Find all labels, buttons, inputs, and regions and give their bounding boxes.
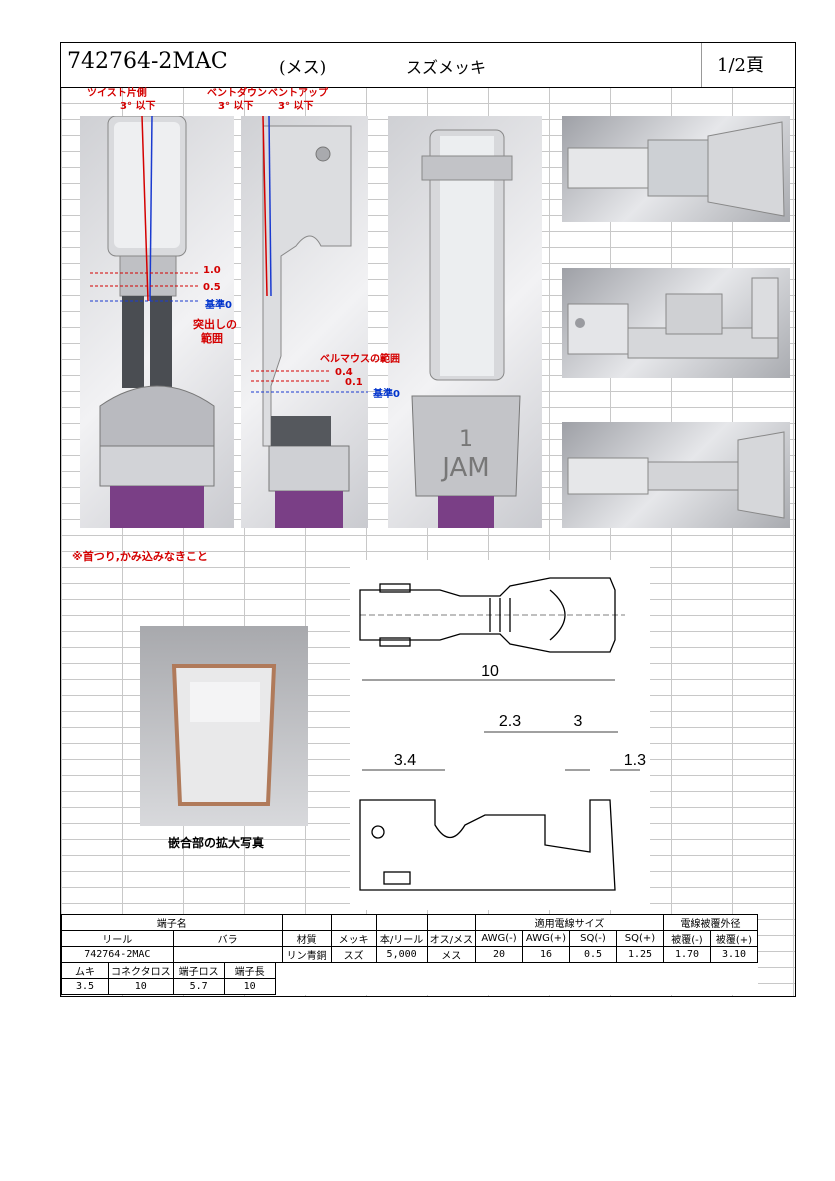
sq-min-value: 0.5 xyxy=(568,946,617,963)
h-insul-max: 被覆(+) xyxy=(709,930,758,947)
bend-up-value: 3° 以下 xyxy=(278,101,314,112)
terminal-type: (メス) xyxy=(279,58,327,78)
protrusion-label: 突出しの xyxy=(193,318,237,331)
terminal-front-illustration xyxy=(90,116,215,528)
dim-3-4: 3.4 xyxy=(394,752,416,769)
bend-down-label: ベントダウン xyxy=(207,88,267,99)
protrusion-label-2: 範囲 xyxy=(201,332,223,345)
insul-max-value: 3.10 xyxy=(709,946,758,963)
header-divider xyxy=(701,43,702,87)
h-gender: オス/メス xyxy=(426,930,476,947)
technical-drawing: 10 2.3 3 3.4 1.3 xyxy=(350,560,650,910)
terminal-bottom-illustration xyxy=(567,431,785,519)
h-insul-min: 被覆(-) xyxy=(662,930,711,947)
jam-stamp-logo: JAM xyxy=(440,453,489,483)
bend-up-label: ベントアップ xyxy=(268,88,328,99)
bellmouth-label: ベルマウスの範囲 xyxy=(320,354,400,365)
h-awg-max: AWG(+) xyxy=(521,930,570,947)
twist-value: 3° 以下 xyxy=(120,101,156,112)
blank xyxy=(281,914,332,931)
sq-max-value: 1.25 xyxy=(615,946,664,963)
blank xyxy=(330,914,377,931)
h-terminal-loss: 端子ロス xyxy=(172,962,225,979)
photo-side-crimp xyxy=(241,116,368,528)
photo-top-view xyxy=(562,116,790,222)
photo-mating-closeup xyxy=(140,626,308,826)
terminal-jam-illustration: 1 JAM xyxy=(411,129,521,528)
dim-2-3: 2.3 xyxy=(499,713,521,730)
h-per-reel: 本/リール xyxy=(375,930,428,947)
gender-value: メス xyxy=(426,946,476,963)
dim-3: 3 xyxy=(574,713,583,730)
closeup-caption: 嵌合部の拡大写真 xyxy=(168,836,265,850)
h-insulation: 電線被覆外径 xyxy=(662,914,758,931)
dim-1-0: 1.0 xyxy=(203,265,221,276)
per-reel-value: 5,000 xyxy=(375,946,428,963)
terminal-loss-value: 5.7 xyxy=(172,978,225,995)
insul-min-value: 1.70 xyxy=(662,946,711,963)
h-reel: リール xyxy=(61,930,174,947)
reel-value: 742764-2MAC xyxy=(61,946,174,963)
jam-stamp: 1 xyxy=(459,427,473,452)
photo-front-jam: 1 JAM xyxy=(388,116,542,528)
blank xyxy=(274,962,758,979)
closeup-illustration xyxy=(171,664,277,806)
datum-zero-2: 基準0 xyxy=(373,389,400,400)
terminal-length-value: 10 xyxy=(223,978,276,995)
bend-down-value: 3° 以下 xyxy=(218,101,254,112)
dim-0-5: 0.5 xyxy=(203,282,221,293)
plating-title: スズメッキ xyxy=(406,58,487,77)
blank xyxy=(274,978,758,995)
h-material: 材質 xyxy=(281,930,332,947)
h-terminal-length: 端子長 xyxy=(223,962,276,979)
dim-1-3: 1.3 xyxy=(624,752,646,769)
terminal-side-illustration xyxy=(251,116,368,528)
h-strip: ムキ xyxy=(61,962,109,979)
h-wire-size: 適用電線サイズ xyxy=(474,914,664,931)
twist-label: ツイスト片側 xyxy=(87,88,147,99)
terminal-top-illustration xyxy=(567,121,785,217)
datum-zero: 基準0 xyxy=(205,300,232,311)
awg-max-value: 16 xyxy=(521,946,570,963)
connector-loss-value: 10 xyxy=(108,978,174,995)
h-plating: メッキ xyxy=(330,930,377,947)
h-sq-max: SQ(+) xyxy=(615,930,664,947)
h-bulk: バラ xyxy=(172,930,283,947)
photo-front-crimp xyxy=(80,116,234,528)
photo-side-view xyxy=(562,268,790,378)
awg-min-value: 20 xyxy=(474,946,523,963)
photo-bottom-view xyxy=(562,422,790,528)
blank xyxy=(426,914,476,931)
h-sq-min: SQ(-) xyxy=(568,930,617,947)
dim-0-4: 0.4 xyxy=(335,367,353,378)
h-awg-min: AWG(-) xyxy=(474,930,523,947)
page-number: 1/2頁 xyxy=(717,55,764,76)
sheet-header: 742764-2MAC (メス) スズメッキ 1/2頁 xyxy=(61,43,795,88)
blank xyxy=(375,914,428,931)
quality-note: ※首つり,かみ込みなきこと xyxy=(72,550,208,563)
plating-value: スズ xyxy=(330,946,377,963)
dim-0-1: 0.1 xyxy=(345,377,363,388)
drawing-svg: 10 2.3 3 3.4 1.3 xyxy=(359,577,646,891)
terminal-profile-illustration xyxy=(567,277,779,359)
part-number: 742764-2MAC xyxy=(67,49,228,74)
bulk-value xyxy=(172,946,283,963)
spec-table: 端子名 適用電線サイズ 電線被覆外径 リール バラ 材質 メッキ 本/リール オ… xyxy=(61,914,758,995)
material-value: リン青銅 xyxy=(281,946,332,963)
strip-value: 3.5 xyxy=(61,978,109,995)
h-connector-loss: コネクタロス xyxy=(108,962,174,979)
dim-length: 10 xyxy=(481,663,499,680)
h-terminal-name: 端子名 xyxy=(61,914,283,931)
